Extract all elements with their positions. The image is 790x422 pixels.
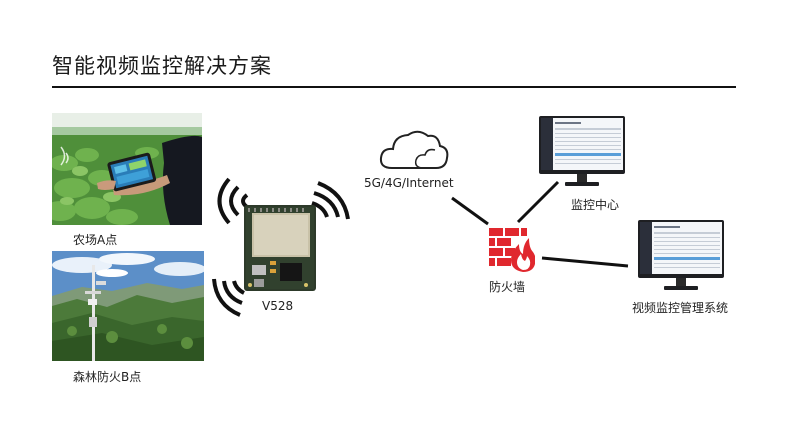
forest-photo: [52, 251, 204, 361]
v528-device: [212, 177, 350, 317]
vms-monitor-icon: [638, 220, 724, 290]
farm-photo: [52, 113, 202, 225]
board-icon: [244, 205, 316, 291]
cloud-icon: [379, 130, 449, 169]
firewall-icon: [489, 228, 535, 272]
farm-site-label: 农场A点: [73, 233, 118, 247]
monitor-center-icon: [539, 116, 625, 186]
vms-label: 视频监控管理系统: [632, 301, 729, 315]
device-label: V528: [262, 299, 294, 313]
line-cloud-to-firewall: [451, 196, 489, 226]
signal-icon-upper-left: [217, 177, 249, 225]
signal-icon-lower-left: [212, 278, 245, 317]
line-firewall-to-monitor-center: [516, 180, 560, 224]
network-label: 5G/4G/Internet: [364, 176, 454, 190]
page-title: 智能视频监控解决方案: [52, 54, 272, 78]
forest-site-label: 森林防火B点: [73, 370, 142, 384]
title-divider: [52, 86, 736, 88]
signal-icon-upper-right: [311, 181, 350, 220]
firewall-label: 防火墙: [489, 280, 526, 294]
line-firewall-to-vms: [541, 256, 629, 268]
monitor-center-label: 监控中心: [571, 198, 620, 212]
